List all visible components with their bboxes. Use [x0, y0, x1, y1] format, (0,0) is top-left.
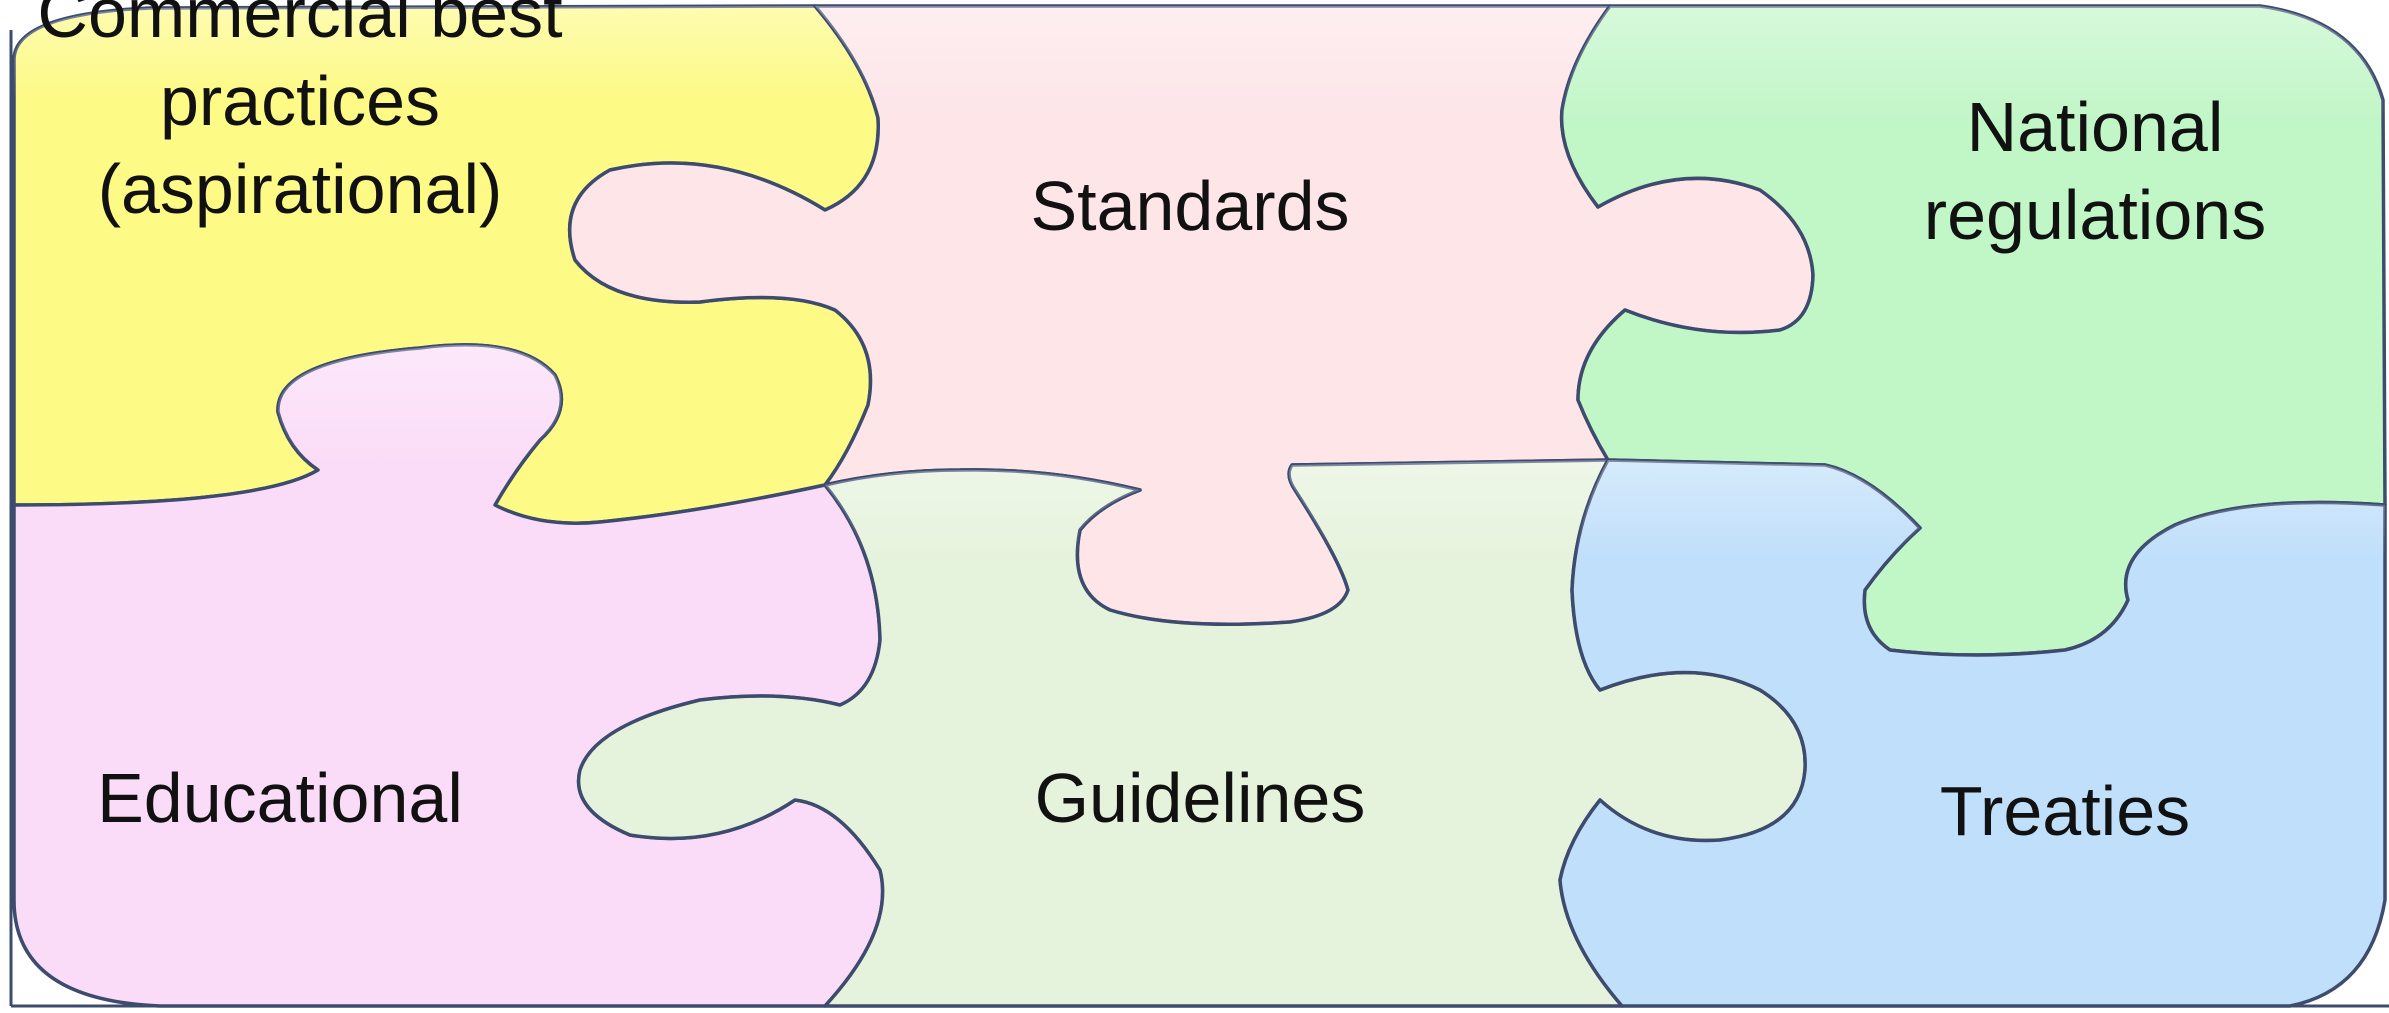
puzzle-label-line: practices — [160, 62, 440, 140]
puzzle-label-educational: Educational — [97, 759, 463, 837]
puzzle-piece-gloss-commercial — [14, 6, 879, 524]
puzzle-pieces — [12, 4, 2387, 1008]
puzzle-label-line: Guidelines — [1035, 759, 1366, 837]
puzzle-label-line: Treaties — [1940, 772, 2190, 850]
puzzle-label-line: Standards — [1030, 167, 1349, 245]
puzzle-label-line: regulations — [1924, 176, 2266, 254]
puzzle-label-line: Commercial best — [37, 0, 562, 52]
puzzle-piece-gloss-educational — [14, 344, 883, 1007]
puzzle-label-guidelines: Guidelines — [1035, 759, 1366, 837]
puzzle-piece-gloss-guidelines — [578, 460, 1806, 1006]
puzzle-label-line: National — [1967, 88, 2224, 166]
puzzle-label-commercial: Commercial best practices (aspirational) — [37, 0, 562, 228]
puzzle-label-standards: Standards — [1030, 167, 1349, 245]
puzzle-label-line: Educational — [97, 759, 463, 837]
puzzle-piece-gloss-national — [1561, 6, 2385, 655]
puzzle-label-line: (aspirational) — [98, 150, 503, 228]
puzzle-piece-gloss-treaties — [1560, 460, 2385, 1006]
puzzle-label-treaties: Treaties — [1940, 772, 2190, 850]
puzzle-label-national: National regulations — [1924, 88, 2266, 254]
puzzle-labels: Commercial best practices (aspirational) St… — [37, 0, 2266, 850]
puzzle-piece-gloss-standards — [569, 6, 1813, 625]
